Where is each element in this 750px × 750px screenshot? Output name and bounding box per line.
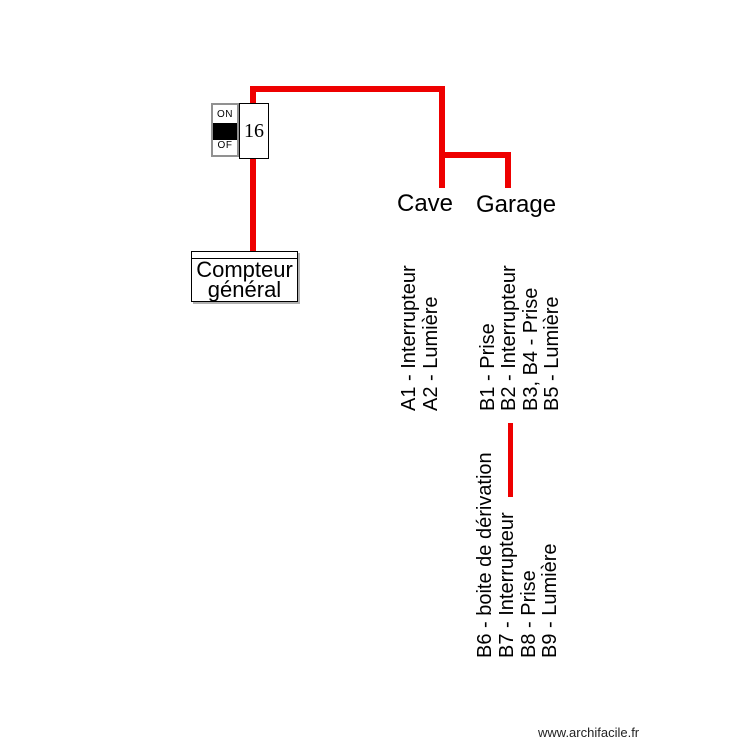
wire-main-top-horizontal [250,86,445,92]
wire-breaker-to-meter-vertical [250,92,256,251]
archifacile-watermark: www.archifacile.fr [538,725,640,740]
breaker-rating-box[interactable]: 16 [239,103,269,159]
wire-garage-drop [505,152,511,188]
wire-cave-drop [439,158,445,188]
meter-box[interactable]: Compteur général [191,251,298,302]
meter-label: Compteur général [196,257,293,302]
circuit-breaker-switch[interactable]: ON OF [211,103,239,157]
meter-box-header [192,252,297,259]
breaker-off-label: OF [217,140,233,151]
branch-title-garage: Garage [476,191,557,218]
wire-main-right-vertical [439,86,445,158]
wire-junction-vertical [508,423,513,497]
wire-branch-horizontal [439,152,511,158]
breaker-toggle[interactable] [213,123,237,140]
branch-title-cave: Cave [397,190,454,217]
breaker-on-label: ON [217,109,233,120]
breaker-rating-value: 16 [244,119,264,142]
